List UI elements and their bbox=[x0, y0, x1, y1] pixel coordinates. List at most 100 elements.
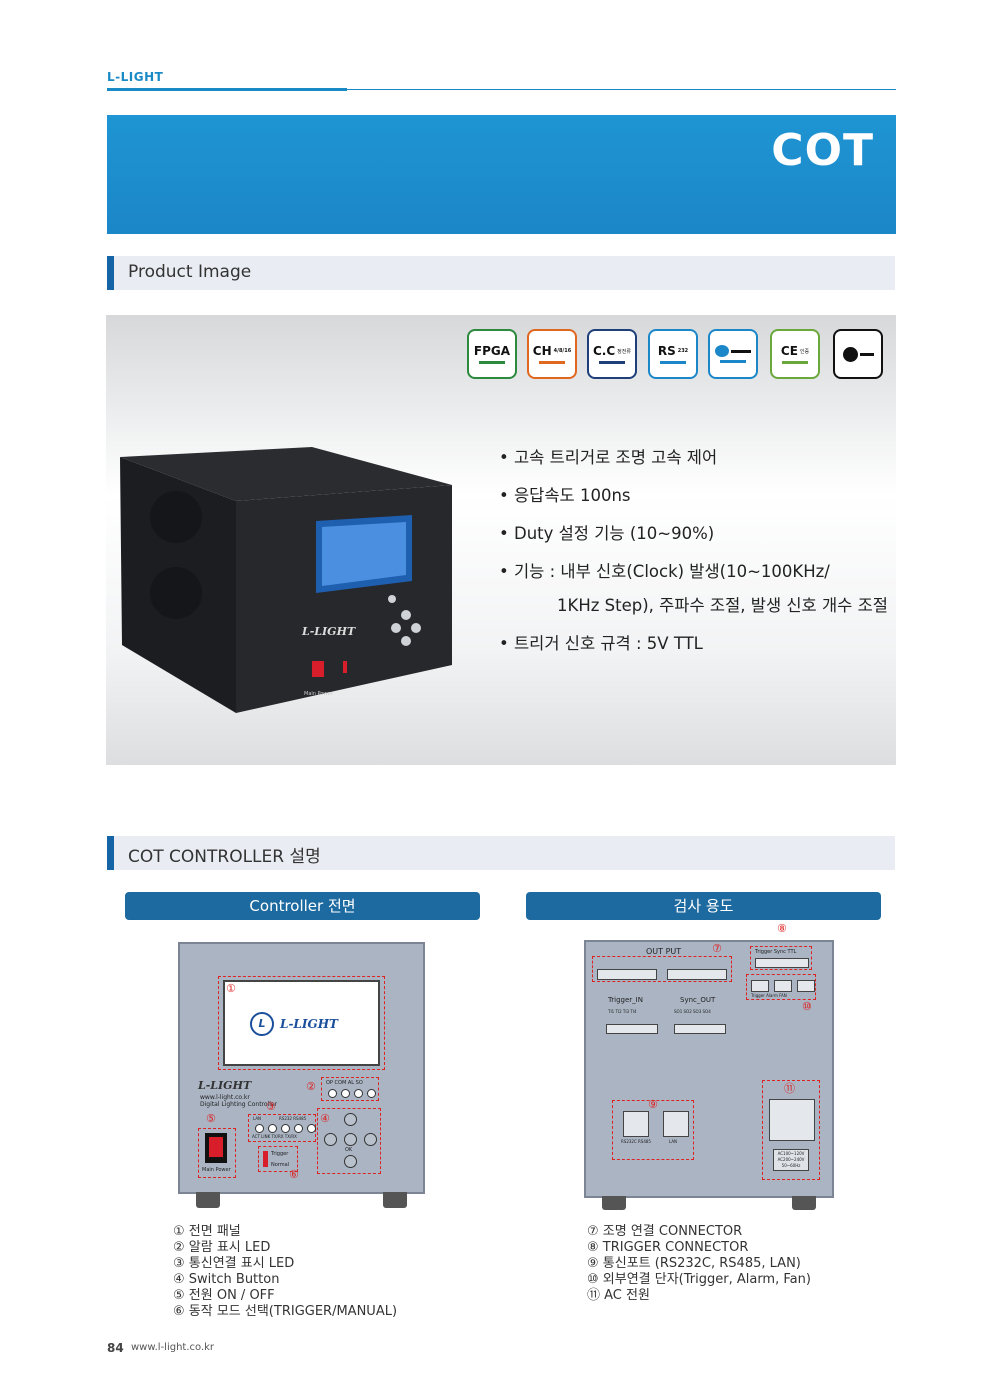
terminal-connector bbox=[751, 980, 769, 992]
section-title-product: Product Image bbox=[128, 262, 252, 282]
screen-logo-text: L-LIGHT bbox=[280, 1017, 338, 1031]
constant-current-badge-icon: C.C 정전류 bbox=[587, 329, 637, 379]
section-marker bbox=[107, 256, 114, 290]
callout-8: ⑧ bbox=[777, 922, 787, 935]
section-header-product: Product Image bbox=[107, 256, 895, 290]
panel-foot bbox=[792, 1196, 816, 1210]
badge-bar bbox=[782, 361, 808, 364]
page-number: 84 bbox=[107, 1341, 124, 1355]
sync-out-connector bbox=[674, 1024, 726, 1034]
led-icon bbox=[268, 1124, 277, 1133]
trigger-in-connector bbox=[606, 1024, 658, 1034]
product-image-area: FPGA CH 4/8/16 C.C 정전류 RS 232 CE 인증 bbox=[106, 315, 896, 765]
ac-inlet-icon bbox=[769, 1099, 815, 1141]
badge-sub: 정전류 bbox=[617, 348, 631, 355]
callout-box-1 bbox=[218, 976, 385, 1070]
front-brand-label: L-LIGHT bbox=[198, 1079, 252, 1092]
sync-out-pins: SO1 SO2 SO3 SO4 bbox=[674, 1009, 711, 1014]
feature-text: 응답속도 100ns bbox=[513, 486, 631, 505]
legend-item: ④ Switch Button bbox=[173, 1272, 280, 1287]
main-power-label: Main Power bbox=[202, 1167, 231, 1173]
led-icon bbox=[367, 1089, 376, 1098]
callout-7: ⑦ bbox=[712, 942, 722, 955]
switch-ok-button bbox=[344, 1133, 357, 1146]
switch-left-button bbox=[324, 1133, 337, 1146]
ac-power-badge-icon bbox=[833, 329, 883, 379]
callout-6: ⑥ bbox=[289, 1168, 299, 1181]
callout-box-7 bbox=[592, 956, 732, 982]
section-header-controller: COT CONTROLLER 설명 bbox=[107, 836, 895, 870]
legend-item: ⑪ AC 전원 bbox=[587, 1288, 650, 1303]
callout-box-9: RS232C RS485 LAN bbox=[612, 1100, 694, 1160]
led-icon bbox=[255, 1124, 264, 1133]
sync-out-label: Sync_OUT bbox=[680, 996, 716, 1004]
trigger-sync-label: Trigger Sync TTL bbox=[755, 949, 797, 955]
feature-item-continued: 1KHz Step), 주파수 조절, 발생 신호 개수 조절 bbox=[499, 591, 888, 629]
header-rule bbox=[107, 89, 896, 90]
led-icon bbox=[307, 1124, 316, 1133]
rs232-badge-icon: RS 232 bbox=[648, 329, 698, 379]
comm-led-labels: ACT LINK TX/RX TX/RX bbox=[252, 1134, 297, 1139]
feature-text: Duty 설정 기능 (10~90%) bbox=[513, 524, 715, 543]
badge-text: RS bbox=[657, 344, 676, 358]
legend-item: ③ 통신연결 표시 LED bbox=[173, 1256, 295, 1271]
badge-row: CH 4/8/16 bbox=[533, 344, 571, 358]
badge-bar bbox=[660, 361, 686, 364]
ce-badge-icon: CE 인증 bbox=[770, 329, 820, 379]
rear-panel-heading: 검사 용도 bbox=[526, 892, 881, 920]
front-panel-heading: Controller 전면 bbox=[125, 892, 480, 920]
feature-text: 트리거 신호 규격 : 5V TTL bbox=[513, 634, 703, 653]
normal-label: Normal bbox=[271, 1162, 290, 1168]
section-title-controller: COT CONTROLLER 설명 bbox=[128, 847, 321, 867]
legend-item: ⑨ 통신포트 (RS232C, RS485, LAN) bbox=[587, 1256, 801, 1271]
trigger-label: Trigger bbox=[271, 1151, 289, 1157]
callout-box-4: OK bbox=[317, 1108, 381, 1174]
callout-box-6: Trigger Normal bbox=[258, 1146, 298, 1172]
device-brand-label: L-LIGHT bbox=[301, 625, 356, 638]
badge-text: FPGA bbox=[473, 344, 511, 358]
callout-9: ⑨ bbox=[648, 1098, 658, 1111]
callout-3: ③ bbox=[266, 1100, 276, 1113]
badge-row: C.C 정전류 bbox=[593, 344, 631, 358]
panel-foot bbox=[602, 1196, 626, 1210]
feature-text: 기능 : 내부 신호(Clock) 발생(10~100KHz/ bbox=[513, 562, 830, 581]
badge-text: CH bbox=[532, 344, 552, 358]
callout-box-5: Main Power bbox=[198, 1128, 236, 1178]
footer-url-link[interactable]: www.l-light.co.kr bbox=[131, 1342, 215, 1353]
feature-item: • Duty 설정 기능 (10~90%) bbox=[499, 524, 715, 543]
header-rule-accent bbox=[107, 88, 347, 91]
ok-label: OK bbox=[345, 1147, 353, 1153]
section-marker bbox=[107, 836, 114, 870]
badge-bar bbox=[539, 361, 565, 364]
callout-1: ① bbox=[226, 982, 236, 995]
power-switch-icon bbox=[209, 1137, 223, 1157]
callout-box-8: Trigger Sync TTL bbox=[750, 946, 812, 970]
trigger-connector bbox=[755, 958, 809, 968]
rear-legend: ⑦ 조명 연결 CONNECTOR ⑧ TRIGGER CONNECTOR ⑨ … bbox=[587, 1224, 811, 1304]
badge-row: RS 232 bbox=[658, 344, 688, 358]
vent-grille bbox=[150, 491, 202, 543]
l-light-logo-icon: L bbox=[250, 1012, 274, 1036]
trigger-in-label: Trigger_IN bbox=[608, 996, 643, 1004]
comm-led-row bbox=[255, 1124, 316, 1133]
legend-item: ⑤ 전원 ON / OFF bbox=[173, 1288, 275, 1303]
front-screen: L L-LIGHT bbox=[223, 980, 380, 1066]
ethernet-port-icon bbox=[715, 345, 729, 357]
front-panel-diagram: L L-LIGHT ① L-LIGHT www.l-light.co.kr Di… bbox=[178, 942, 425, 1212]
callout-11: ⑪ bbox=[784, 1082, 795, 1095]
legend-item: ① 전면 패널 bbox=[173, 1224, 241, 1239]
title-banner: COT bbox=[107, 115, 896, 234]
rs-port-label: RS232C RS485 bbox=[621, 1139, 651, 1144]
output-connector bbox=[667, 969, 727, 980]
badge-text: C.C bbox=[593, 344, 616, 358]
badge-row bbox=[842, 346, 874, 362]
channel-badge-icon: CH 4/8/16 bbox=[527, 329, 577, 379]
badge-text: CE bbox=[780, 344, 798, 358]
ethernet-badge-icon bbox=[708, 329, 758, 379]
vent-grille bbox=[150, 567, 202, 619]
legend-item: ⑩ 외부연결 단자(Trigger, Alarm, Fan) bbox=[587, 1272, 811, 1287]
front-desc-label: Digital Lighting Controller bbox=[200, 1101, 278, 1108]
badge-row: CE 인증 bbox=[781, 344, 809, 358]
badge-bar bbox=[479, 361, 505, 364]
badge-sub: 인증 bbox=[799, 348, 810, 355]
